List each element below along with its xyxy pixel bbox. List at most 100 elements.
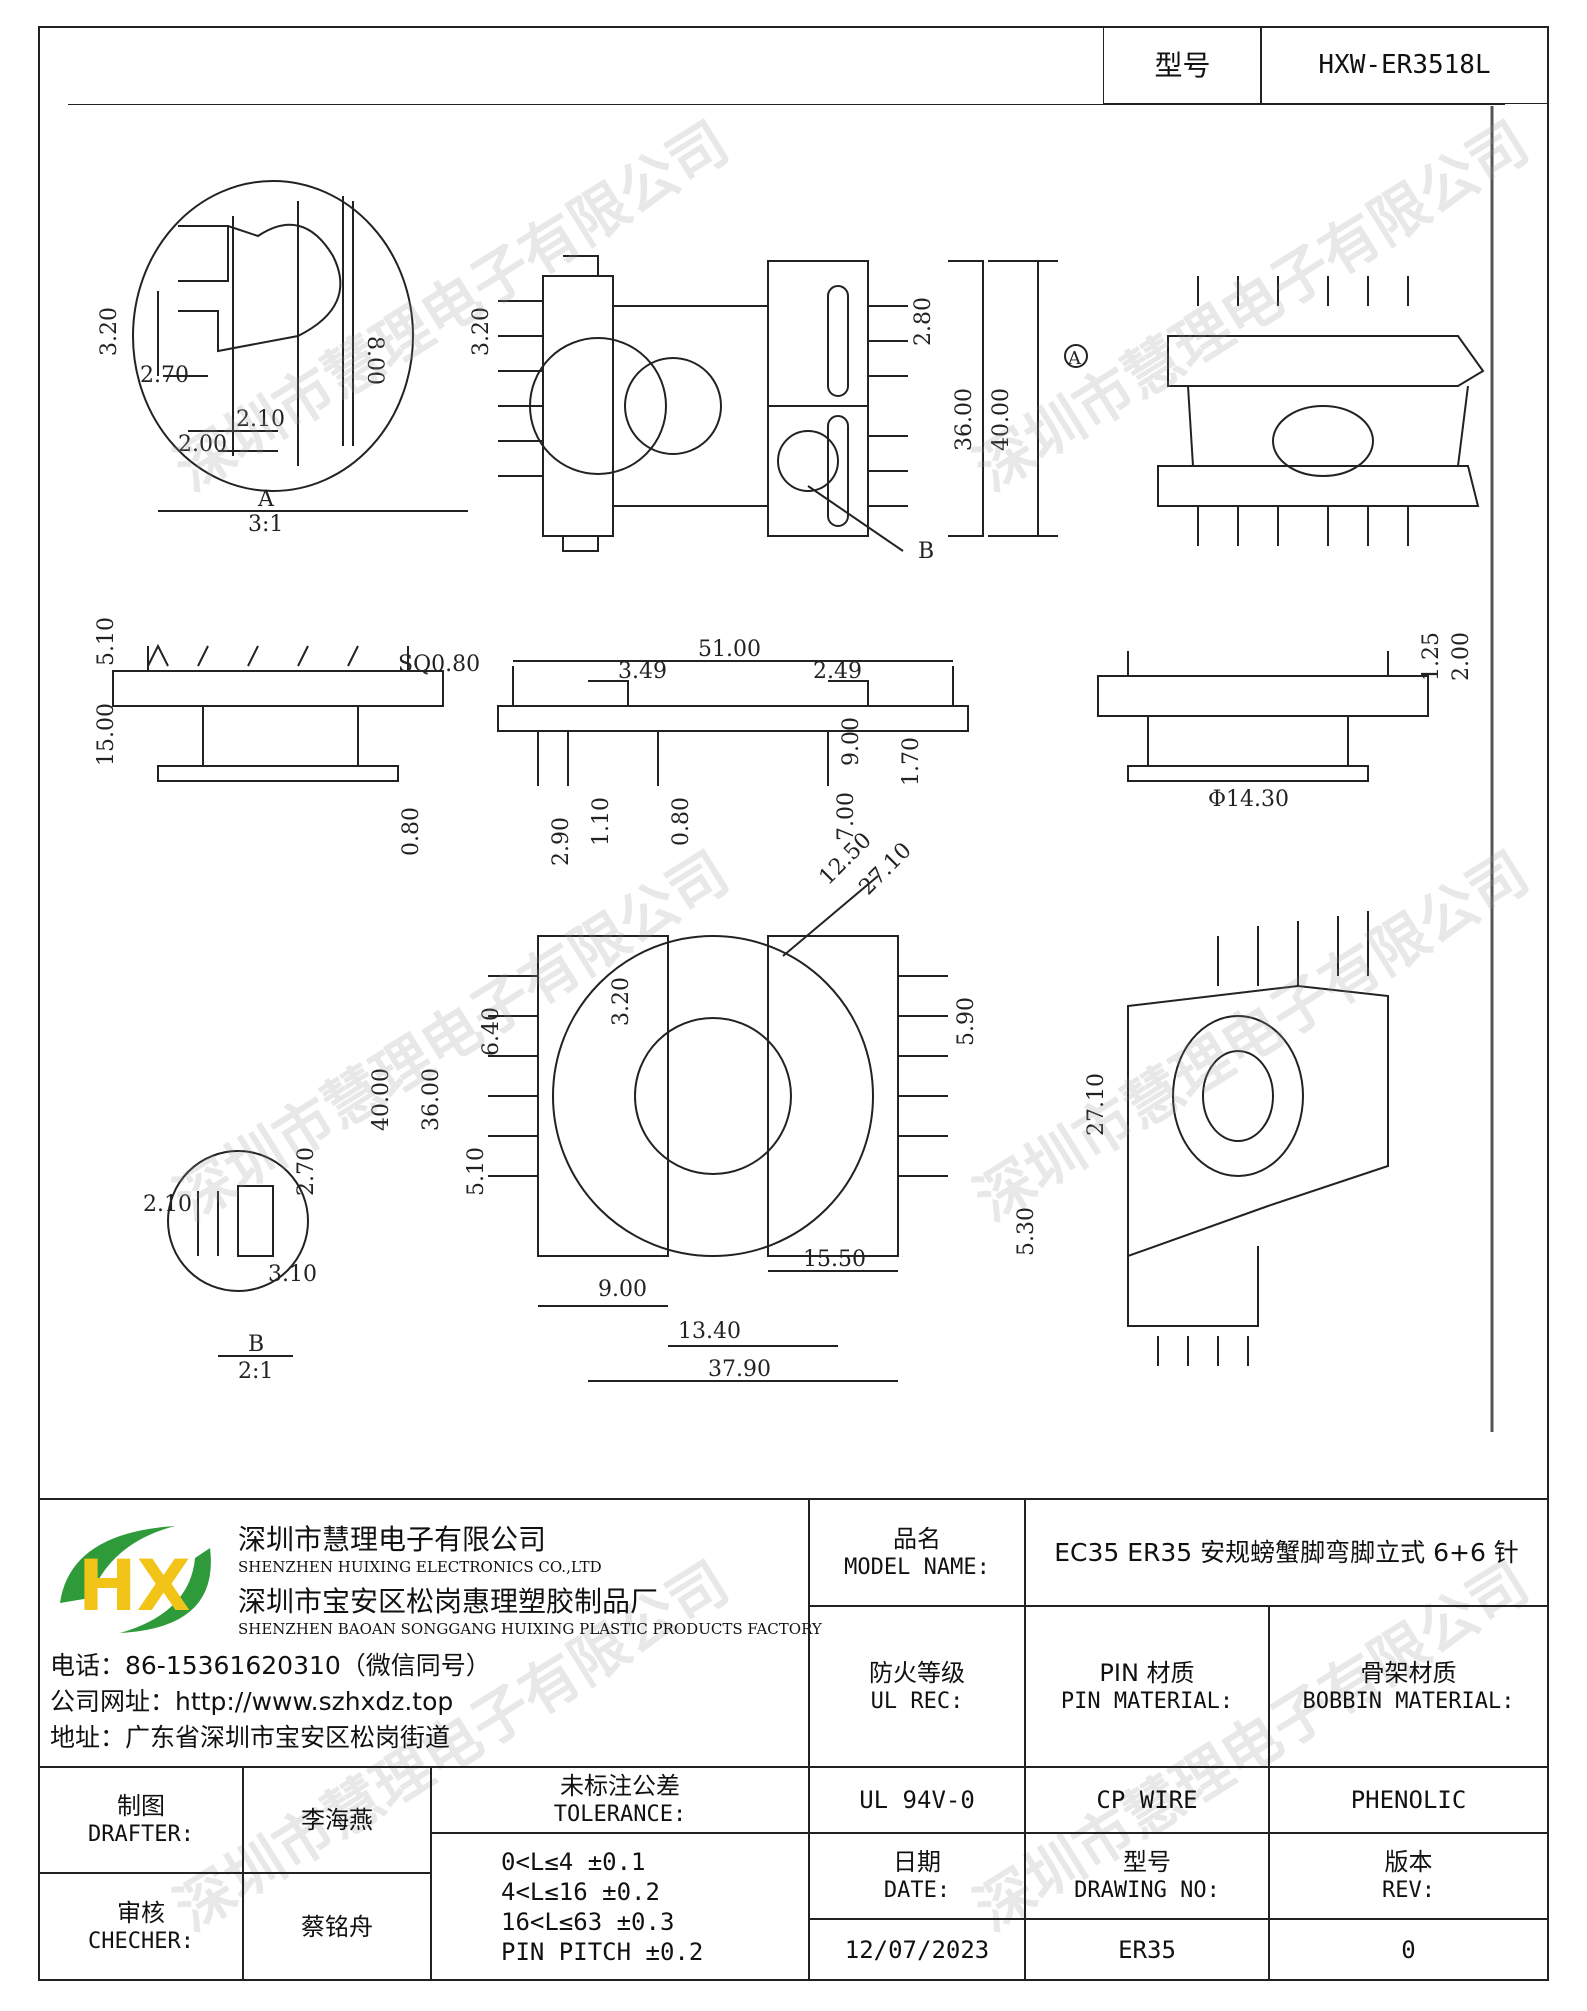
dim-a-2-70: 2.70 [140,363,189,388]
dim-15-50: 15.50 [803,1247,866,1272]
checker-label-cell: 审核 CHECHER: [38,1872,244,1981]
dim-0-80-mid: 0.80 [669,797,694,846]
checker-name: 蔡铭舟 [301,1912,373,1941]
drawing-no-label-cell: 型号 DRAWING NO: [1024,1832,1270,1920]
dim-5-10-left: 5.10 [94,617,119,666]
dim-5-90: 5.90 [954,997,979,1046]
detail-b-view: 2.10 2.70 3.10 B 2:1 [143,1147,319,1384]
rev-value: 0 [1401,1935,1416,1964]
company-phone: 电话：86-15361620310（微信同号） [50,1651,491,1680]
dim-1-10: 1.10 [589,797,614,846]
company-website: 公司网址：http://www.szhxdz.top [50,1687,454,1716]
tolerance-label-cell: 未标注公差 TOLERANCE: [430,1766,810,1834]
dim-37-90: 37.90 [708,1357,771,1382]
dim-top-40-00: 40.00 [989,388,1014,451]
header-type-label-cell: 型号 [1103,26,1262,104]
ul-value-cell: UL 94V-0 [808,1766,1026,1834]
pin-label-cn: PIN 材质 [1099,1658,1195,1687]
marker-b: B [918,539,934,564]
company-panel: HX 深圳市慧理电子有限公司 SHENZHEN HUIXING ELECTRON… [38,1498,822,1768]
model-value: EC35 ER35 安规螃蟹脚弯脚立式 6+6 针 [1054,1537,1519,1567]
dim-9-00-mid: 9.00 [839,717,864,766]
bottom-isometric-view [1127,911,1389,1366]
top-front-view: 3.20 2.80 36.00 40.00 A B [469,255,1088,564]
dim-a-2-00: 2.00 [178,432,227,457]
technical-drawing: 3.20 2.70 8.00 2.10 2.00 A 3:1 3.20 2.80… [94,106,1494,1432]
dim-top-3-20: 3.20 [469,307,494,356]
side-view-left: 5.10 15.00 0.80 [94,617,444,856]
dim-13-40: 13.40 [678,1319,741,1344]
detail-b-scale: 2:1 [238,1359,273,1384]
tolerance-line: 4<L≤16 ±0.2 [501,1877,660,1906]
tolerance-line: PIN PITCH ±0.2 [501,1937,704,1966]
company-name-cn: 深圳市慧理电子有限公司 [238,1523,547,1556]
dim-top-2-80: 2.80 [911,297,936,346]
dim-40-00-bottom: 40.00 [369,1068,394,1131]
bobbin-label-en: BOBBIN MATERIAL: [1302,1688,1515,1714]
detail-a-view: 3.20 2.70 8.00 2.10 2.00 A 3:1 [97,180,468,537]
checker-name-cell: 蔡铭舟 [242,1872,432,1981]
model-value-cell: EC35 ER35 安规螃蟹脚弯脚立式 6+6 针 [1024,1498,1549,1607]
bobbin-value-cell: PHENOLIC [1268,1766,1549,1834]
detail-a-letter: A [257,487,275,512]
dim-9-00-bottom: 9.00 [598,1277,647,1302]
company-name-en: SHENZHEN HUIXING ELECTRONICS CO.,LTD [238,1558,602,1576]
dim-3-20-bottom: 3.20 [609,977,634,1026]
dim-2-00-right: 2.00 [1449,632,1474,681]
detail-a-scale: 3:1 [248,512,283,537]
dim-5-10-bottom: 5.10 [464,1147,489,1196]
date-value: 12/07/2023 [844,1935,990,1964]
dim-7-00: 7.00 [834,792,859,841]
side-view-center: SQ0.80 51.00 3.49 2.49 9.00 1.70 7.00 2.… [398,637,969,866]
top-isometric-view [1157,276,1485,546]
dim-1-25: 1.25 [1419,632,1444,681]
side-view-right: 1.25 2.00 Φ14.30 [1097,632,1474,812]
pin-value: CP WIRE [1096,1786,1198,1814]
drawing-no-value: ER35 [1118,1935,1176,1964]
ul-label-cn: 防火等级 [869,1658,965,1687]
header-type-label: 型号 [1154,48,1211,82]
title-block-top-rule [38,1498,1549,1500]
dim-phi-14-30: Φ14.30 [1208,787,1289,812]
drafter-name-cell: 李海燕 [242,1766,432,1874]
drafter-label-cn: 制图 [117,1792,165,1821]
model-label-en: MODEL NAME: [844,1554,990,1580]
tolerance-label-cn: 未标注公差 [560,1772,680,1801]
dim-sq0-80: SQ0.80 [398,652,480,677]
drafter-label-cell: 制图 DRAFTER: [38,1766,244,1874]
bobbin-label-cn: 骨架材质 [1360,1658,1457,1687]
header-type-value-cell: HXW-ER3518L [1260,26,1549,104]
tolerance-label-en: TOLERANCE: [553,1802,687,1828]
dim-27-10-right: 27.10 [1084,1073,1109,1136]
factory-name-en: SHENZHEN BAOAN SONGGANG HUIXING PLASTIC … [238,1620,822,1638]
marker-a: A [1067,348,1082,369]
drafter-label-en: DRAFTER: [88,1822,194,1848]
company-logo: HX [60,1526,211,1633]
model-label-cn: 品名 [893,1524,941,1553]
dim-a-2-10: 2.10 [236,407,285,432]
checker-label-en: CHECHER: [88,1928,194,1954]
dim-1-70: 1.70 [899,737,924,786]
logo-text: HX [78,1545,191,1627]
pin-label-en: PIN MATERIAL: [1060,1688,1234,1714]
dim-0-80-left: 0.80 [399,807,424,856]
header-type-value: HXW-ER3518L [1318,49,1491,80]
bobbin-value: PHENOLIC [1350,1786,1467,1814]
company-address: 地址：广东省深圳市宝安区松岗街道 [50,1723,451,1752]
detail-b-letter: B [248,1332,264,1357]
dim-b-2-70: 2.70 [294,1147,319,1196]
ul-label-en: UL REC: [870,1688,964,1714]
dim-6-40: 6.40 [479,1007,504,1056]
ul-value: UL 94V-0 [859,1786,975,1814]
drawing-no-label-cn: 型号 [1123,1848,1171,1877]
model-label-cell: 品名 MODEL NAME: [808,1498,1026,1607]
tolerance-line: 16<L≤63 ±0.3 [501,1907,675,1936]
dim-a-3-20: 3.20 [97,307,122,356]
dim-b-3-10: 3.10 [268,1262,317,1287]
dim-51-00: 51.00 [698,637,761,662]
date-label-en: DATE: [883,1878,951,1904]
drawing-top-rule [68,104,1505,105]
dim-3-49: 3.49 [618,659,667,684]
drafter-name: 李海燕 [301,1806,373,1834]
date-label-cell: 日期 DATE: [808,1832,1026,1920]
